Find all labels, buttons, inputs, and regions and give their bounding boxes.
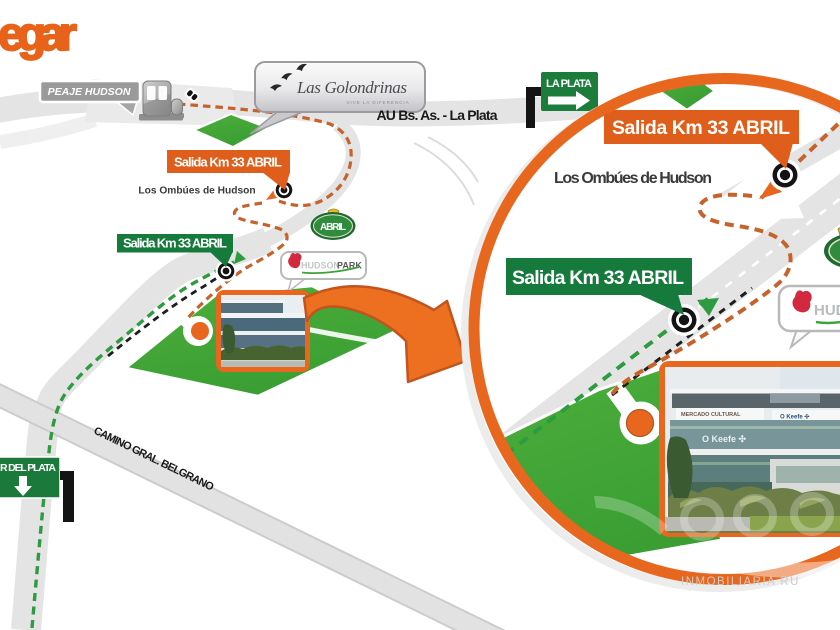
svg-text:egar: egar bbox=[0, 7, 77, 60]
svg-text:O Keefe ✣: O Keefe ✣ bbox=[780, 414, 809, 421]
svg-text:HUDSON: HUDSON bbox=[301, 261, 340, 271]
svg-text:Los Ombúes de Hudson: Los Ombúes de Hudson bbox=[554, 170, 712, 187]
svg-text:AU Bs. As. - La Plata: AU Bs. As. - La Plata bbox=[377, 107, 498, 123]
svg-text:LA PLATA: LA PLATA bbox=[546, 78, 592, 90]
svg-text:Salida Km 33 ABRIL: Salida Km 33 ABRIL bbox=[123, 236, 227, 251]
svg-text:O Keefe ✣: O Keefe ✣ bbox=[702, 434, 747, 444]
svg-text:Las Golondrinas: Las Golondrinas bbox=[296, 78, 407, 97]
svg-text:ABRIL: ABRIL bbox=[320, 222, 346, 233]
svg-text:HUDS: HUDS bbox=[814, 302, 840, 319]
svg-text:PARK: PARK bbox=[337, 261, 362, 271]
svg-text:Salida Km 33 ABRIL: Salida Km 33 ABRIL bbox=[174, 155, 282, 170]
svg-text:Los Ombúes de Hudson: Los Ombúes de Hudson bbox=[138, 186, 255, 197]
svg-text:Salida Km 33 ABRIL: Salida Km 33 ABRIL bbox=[612, 117, 790, 139]
svg-text:INMOBILIARIA RU: INMOBILIARIA RU bbox=[681, 576, 800, 588]
svg-text:R DEL PLATA: R DEL PLATA bbox=[0, 462, 56, 474]
svg-text:Salida Km 33 ABRIL: Salida Km 33 ABRIL bbox=[512, 267, 684, 289]
svg-text:PEAJE HUDSON: PEAJE HUDSON bbox=[48, 86, 131, 98]
svg-text:MERCADO CULTURAL: MERCADO CULTURAL bbox=[681, 412, 741, 418]
svg-text:VIVE LA DIFERENCIA: VIVE LA DIFERENCIA bbox=[346, 100, 409, 105]
